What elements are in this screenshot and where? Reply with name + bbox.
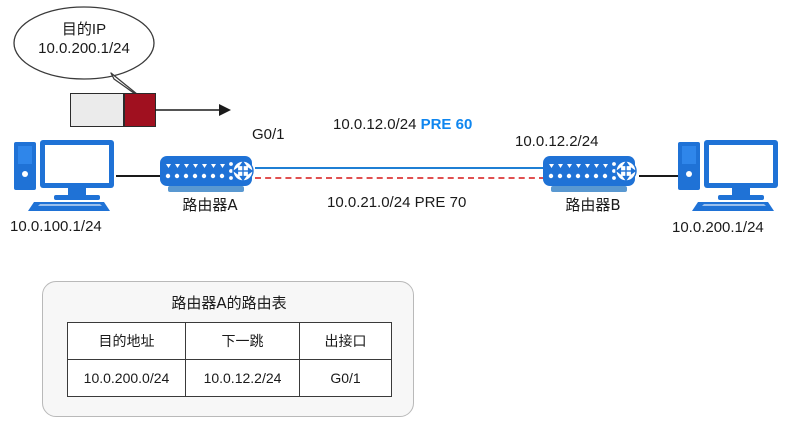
router-a-interface-label: G0/1 (252, 126, 285, 143)
ip-packet (70, 93, 156, 127)
primary-link-label: 10.0.12.0/24 PRE 60 (333, 116, 472, 133)
left-host-ip-label: 10.0.100.1/24 (10, 218, 102, 235)
secondary-link-network: 10.0.21.0/24 (327, 194, 411, 211)
packet-direction-arrow (155, 104, 231, 116)
router-b-interface-label: 10.0.12.2/24 (515, 133, 599, 150)
routing-table-card: 路由器A的路由表 目的地址 下一跳 出接口 10.0.200.0/24 10.0… (42, 281, 414, 417)
link-host-to-router-a (116, 175, 164, 177)
router-icon (543, 156, 637, 192)
callout-text: 目的IP 10.0.200.1/24 (10, 20, 158, 58)
primary-link-preference: PRE 60 (420, 116, 473, 133)
cell-interface: G0/1 (299, 359, 392, 397)
primary-link-network: 10.0.12.0/24 (333, 116, 417, 133)
router-a-name-label: 路由器A (182, 196, 238, 214)
link-router-b-to-host (639, 175, 686, 177)
column-header-destination: 目的地址 (67, 322, 186, 360)
secondary-link-preference: PRE 70 (414, 194, 467, 211)
cell-next-hop: 10.0.12.2/24 (185, 359, 300, 397)
desktop-pc-icon (14, 140, 114, 211)
routing-table: 目的地址 下一跳 出接口 10.0.200.0/24 10.0.12.2/24 … (67, 322, 392, 397)
packet-payload (70, 93, 124, 127)
cell-destination: 10.0.200.0/24 (67, 359, 186, 397)
packet-header (124, 93, 156, 127)
routing-table-title: 路由器A的路由表 (171, 294, 287, 312)
callout-line-2: 10.0.200.1/24 (38, 40, 130, 57)
link-secondary-dashed (255, 177, 545, 179)
router-b-name-label: 路由器B (565, 196, 621, 214)
column-header-interface: 出接口 (299, 322, 392, 360)
column-header-next-hop: 下一跳 (185, 322, 300, 360)
secondary-link-label: 10.0.21.0/24 PRE 70 (327, 194, 466, 211)
destination-ip-callout: 目的IP 10.0.200.1/24 (10, 4, 180, 104)
right-host-ip-label: 10.0.200.1/24 (672, 219, 764, 236)
link-primary-solid (255, 167, 545, 170)
table-header-row: 目的地址 下一跳 出接口 (67, 322, 392, 360)
table-row: 10.0.200.0/24 10.0.12.2/24 G0/1 (67, 359, 392, 397)
callout-line-1: 目的IP (61, 21, 107, 38)
desktop-pc-icon (678, 140, 778, 211)
router-icon (160, 156, 254, 192)
